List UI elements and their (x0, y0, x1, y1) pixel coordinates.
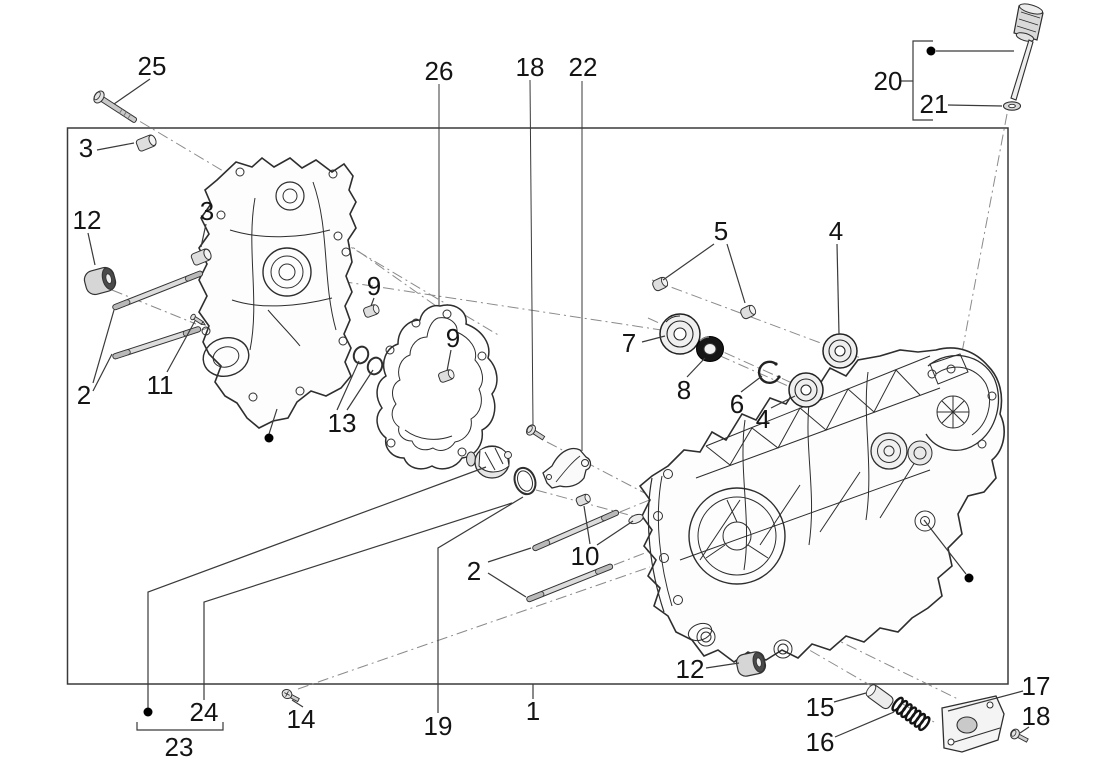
plunger-15 (865, 684, 894, 710)
bushing-12-left (83, 266, 117, 296)
spring-16 (891, 696, 931, 732)
pin-9-lower (438, 369, 455, 383)
dipstick-20 (1010, 3, 1044, 101)
right-crankcase-half (638, 347, 1005, 663)
left-crankcase-half (198, 156, 357, 429)
bolt-18-top (526, 424, 546, 441)
spacer-3-upper (135, 134, 157, 152)
bearing-4-lower (788, 372, 824, 408)
circlip-6 (757, 360, 781, 384)
oring-19 (513, 466, 537, 496)
pin-9-upper (363, 304, 380, 318)
gasket-26 (376, 304, 498, 470)
bolt-18-bottom (1010, 728, 1029, 743)
bolt-25 (93, 90, 138, 123)
dowel-10-a (575, 493, 591, 507)
seal-8 (696, 336, 724, 362)
bracket-22 (542, 447, 592, 489)
border-frame (66, 127, 1009, 685)
water-pump-rotor (466, 445, 512, 479)
stud-2-bottom-lower (526, 563, 614, 603)
plate-17 (941, 695, 1005, 753)
washer-21 (1002, 101, 1022, 111)
screw-11 (190, 313, 207, 326)
bushing-5-b (740, 304, 757, 320)
screw-14 (281, 688, 300, 703)
bearing-7 (659, 313, 701, 355)
oring-13-pair (352, 345, 384, 376)
leader-dots (143, 46, 974, 717)
stud-2-left-lower (112, 326, 202, 360)
bearing-4-upper (822, 333, 858, 369)
leader-lines (87, 40, 1030, 738)
spacer-3-lower (190, 248, 212, 266)
stud-2-left-upper (112, 270, 204, 311)
bushing-12-right (735, 651, 767, 677)
stud-2-bottom-upper (532, 509, 620, 552)
